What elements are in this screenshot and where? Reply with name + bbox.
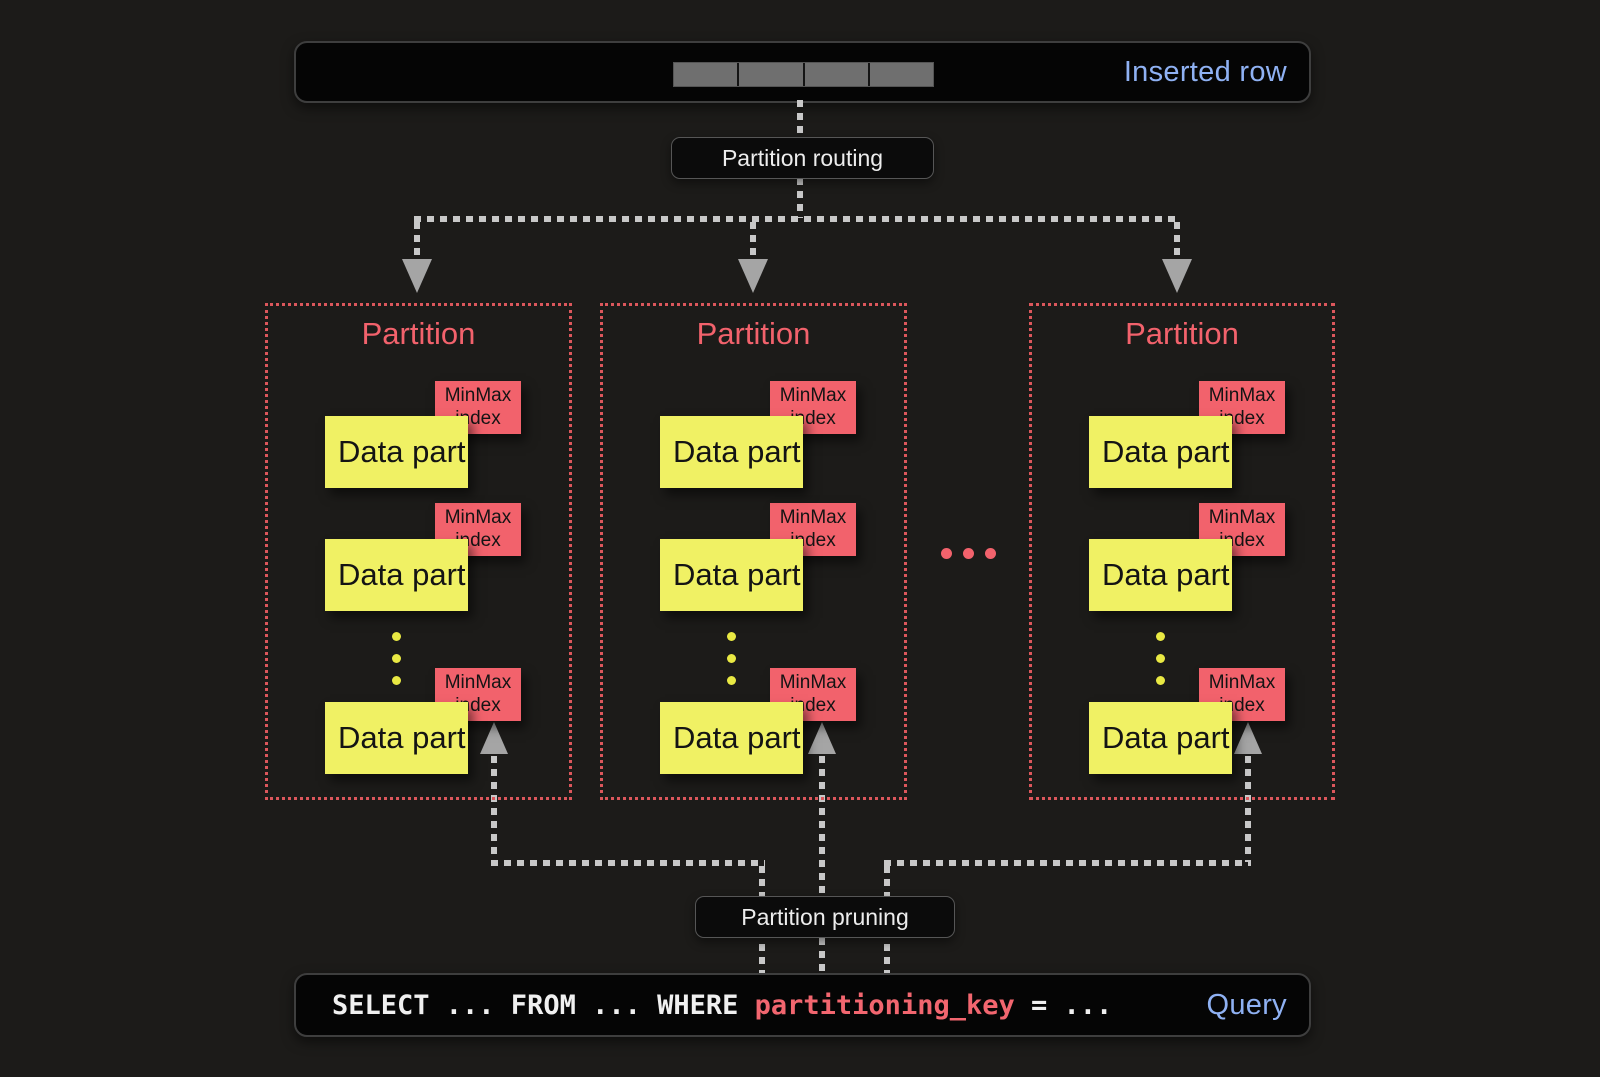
more-partitions-dot — [985, 548, 996, 559]
query-sql-text: SELECT ... FROM ... WHERE partitioning_k… — [332, 975, 1112, 1035]
query-sql-prefix: SELECT ... FROM ... WHERE — [332, 989, 755, 1021]
routing-drop-line-right — [1174, 222, 1180, 260]
more-partitions-dot — [941, 548, 952, 559]
data-part-box: Data part — [660, 539, 803, 611]
query-partitioning-key: partitioning_key — [754, 989, 1015, 1021]
inserted-row-label: Inserted row — [1123, 55, 1287, 88]
arrow-down-icon — [402, 259, 432, 293]
routing-drop-line-left — [414, 222, 420, 260]
more-parts-dot — [727, 654, 736, 663]
partition-pruning-label: Partition pruning — [695, 896, 955, 938]
row-segment-cell — [674, 63, 738, 86]
partition-box-1: Partition MinMax index Data part MinMax … — [265, 303, 572, 800]
data-part-box: Data part — [325, 539, 468, 611]
partition-box-3: Partition MinMax index Data part MinMax … — [1029, 303, 1335, 800]
partition-box-2: Partition MinMax index Data part MinMax … — [600, 303, 907, 800]
data-part-box: Data part — [1089, 539, 1232, 611]
query-sql-suffix: = ... — [1014, 989, 1113, 1021]
more-parts-dot — [1156, 676, 1165, 685]
arrow-down-icon — [1162, 259, 1192, 293]
arrow-up-icon — [808, 722, 836, 754]
pruning-line-left — [491, 756, 497, 862]
more-parts-dot — [392, 654, 401, 663]
arrow-up-icon — [480, 722, 508, 754]
more-parts-dot — [1156, 632, 1165, 641]
pruning-connector-left — [491, 860, 765, 866]
data-part-box: Data part — [325, 702, 468, 774]
data-part-box: Data part — [1089, 702, 1232, 774]
arrow-up-icon — [1234, 722, 1262, 754]
data-part-box: Data part — [1089, 416, 1232, 488]
more-parts-dot — [392, 676, 401, 685]
pruning-line-middle — [819, 756, 825, 973]
more-partitions-dot — [963, 548, 974, 559]
routing-drop-line-middle — [750, 222, 756, 260]
query-label: Query — [1206, 988, 1287, 1021]
pruning-connector-right — [884, 860, 1251, 866]
more-parts-dot — [727, 676, 736, 685]
query-bar: SELECT ... FROM ... WHERE partitioning_k… — [294, 973, 1311, 1037]
more-parts-dot — [392, 632, 401, 641]
pruning-line-right — [1245, 756, 1251, 862]
data-part-box: Data part — [325, 416, 468, 488]
partition-title: Partition — [696, 316, 811, 351]
inserted-row-segments — [673, 62, 934, 87]
more-parts-dot — [1156, 654, 1165, 663]
partition-title: Partition — [1125, 316, 1239, 351]
row-segment-cell — [804, 63, 868, 86]
partition-routing-label: Partition routing — [671, 137, 934, 179]
more-parts-dot — [727, 632, 736, 641]
partition-title: Partition — [361, 316, 476, 351]
data-part-box: Data part — [660, 702, 803, 774]
data-part-box: Data part — [660, 416, 803, 488]
arrow-down-icon — [738, 259, 768, 293]
row-segment-cell — [739, 63, 803, 86]
row-segment-cell — [869, 63, 933, 86]
inserted-row-bar: Inserted row — [294, 41, 1311, 103]
routing-branch-line — [414, 216, 1180, 222]
